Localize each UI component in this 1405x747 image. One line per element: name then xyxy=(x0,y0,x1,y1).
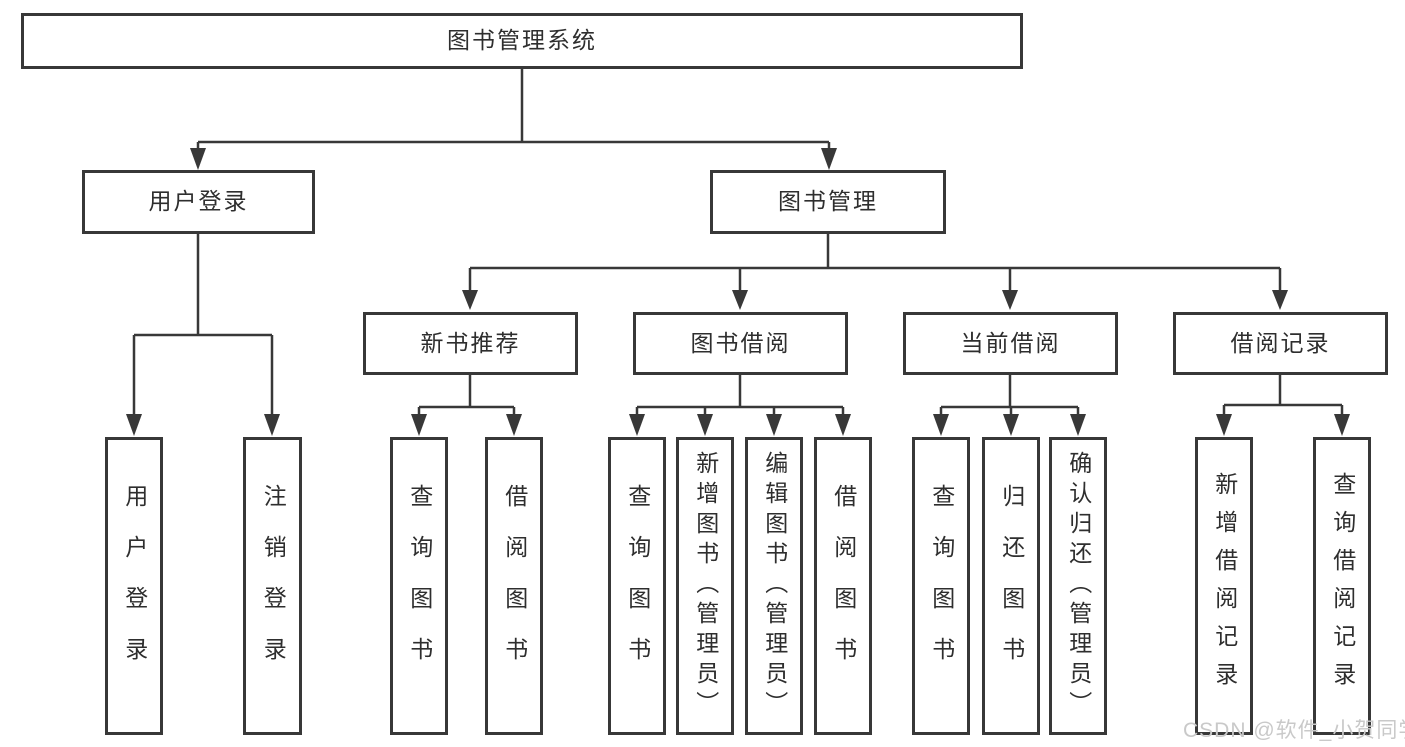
leaf-current-query-book: 查询图书 xyxy=(912,437,970,735)
node-book-borrow: 图书借阅 xyxy=(633,312,848,375)
leaf-borrow-query-book: 查询图书 xyxy=(608,437,666,735)
node-root-label: 图书管理系统 xyxy=(447,27,597,54)
leaf-add-borrow-record-label: 新增借阅记录 xyxy=(1211,472,1238,700)
leaf-query-borrow-record: 查询借阅记录 xyxy=(1313,437,1371,735)
leaf-logout-label: 注销登录 xyxy=(260,484,287,688)
watermark: CSDN @软件_小贺同学 xyxy=(1183,719,1405,742)
leaf-return-book-label: 归还图书 xyxy=(998,484,1025,688)
leaf-recommend-borrow-book-label: 借阅图书 xyxy=(501,484,528,688)
leaf-borrow-book-label: 借阅图书 xyxy=(830,484,857,688)
leaf-borrow-book: 借阅图书 xyxy=(814,437,872,735)
node-book-management: 图书管理 xyxy=(710,170,946,234)
node-current-borrow: 当前借阅 xyxy=(903,312,1118,375)
leaf-edit-book-admin-label: 编辑图书（管理员） xyxy=(761,451,788,721)
node-new-book-recommend: 新书推荐 xyxy=(363,312,578,375)
arrowheads xyxy=(126,148,1350,436)
node-root: 图书管理系统 xyxy=(21,13,1023,69)
node-new-book-recommend-label: 新书推荐 xyxy=(420,329,521,356)
leaf-add-book-admin-label: 新增图书（管理员） xyxy=(692,451,719,721)
node-borrow-record-label: 借阅记录 xyxy=(1230,329,1331,356)
node-book-management-label: 图书管理 xyxy=(778,188,878,215)
node-current-borrow-label: 当前借阅 xyxy=(960,329,1061,356)
node-user-login-label: 用户登录 xyxy=(148,188,249,215)
leaf-current-query-book-label: 查询图书 xyxy=(928,484,955,688)
leaf-confirm-return-admin-label: 确认归还（管理员） xyxy=(1065,451,1092,721)
leaf-query-borrow-record-label: 查询借阅记录 xyxy=(1329,472,1356,700)
leaf-user-login: 用户登录 xyxy=(105,437,163,735)
leaf-recommend-query-book: 查询图书 xyxy=(390,437,448,735)
leaf-confirm-return-admin: 确认归还（管理员） xyxy=(1049,437,1107,735)
node-user-login: 用户登录 xyxy=(82,170,315,234)
leaf-add-borrow-record: 新增借阅记录 xyxy=(1195,437,1253,735)
leaf-recommend-borrow-book: 借阅图书 xyxy=(485,437,543,735)
node-borrow-record: 借阅记录 xyxy=(1173,312,1388,375)
leaf-borrow-query-book-label: 查询图书 xyxy=(624,484,651,688)
leaf-edit-book-admin: 编辑图书（管理员） xyxy=(745,437,803,735)
leaf-add-book-admin: 新增图书（管理员） xyxy=(676,437,734,735)
leaf-recommend-query-book-label: 查询图书 xyxy=(406,484,433,688)
leaf-logout: 注销登录 xyxy=(243,437,302,735)
leaf-return-book: 归还图书 xyxy=(982,437,1040,735)
leaf-user-login-label: 用户登录 xyxy=(121,484,148,688)
node-book-borrow-label: 图书借阅 xyxy=(690,329,791,356)
